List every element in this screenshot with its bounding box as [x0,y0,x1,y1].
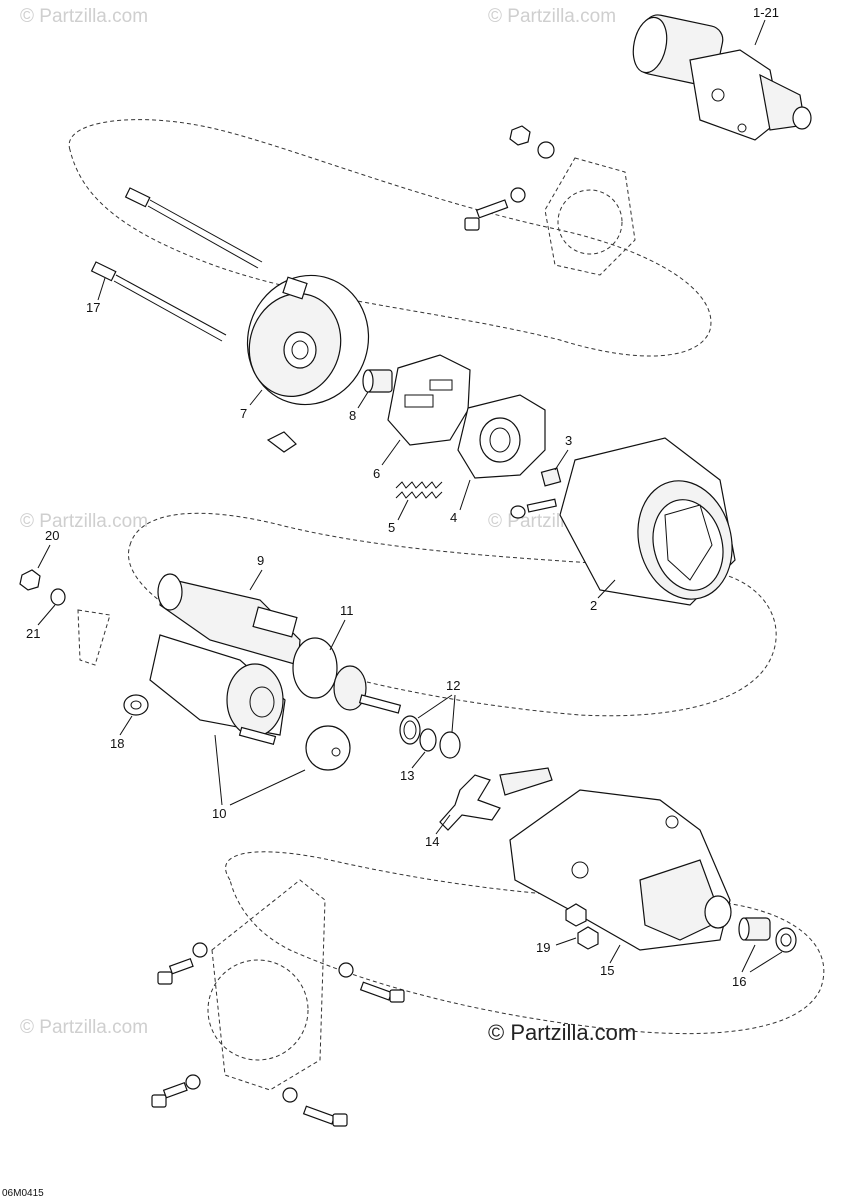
housing-nut [565,903,599,950]
brush-screw [510,498,557,519]
callout-10: 10 [212,806,226,821]
bushing[interactable] [362,369,393,393]
mount-bolt-4 [282,1087,348,1127]
callout-3: 3 [565,433,572,448]
brush-plate[interactable] [387,354,471,446]
drive-bushing[interactable] [738,917,797,953]
callout-4: 4 [450,510,457,525]
complete-starter[interactable] [629,12,812,141]
stop-ring[interactable] [399,715,461,759]
callout-8: 8 [349,408,356,423]
drive-housing[interactable] [509,789,732,951]
solenoid-nut [123,694,149,716]
callout-17: 17 [86,300,100,315]
mounting-plate-top [544,157,636,276]
brush-spring[interactable] [395,481,443,499]
end-cover[interactable] [231,260,385,421]
mounting-plate-bottom [207,879,326,1091]
brush[interactable] [540,467,562,487]
callout-18: 18 [110,736,124,751]
bolt-top [464,199,509,231]
motor-housing[interactable] [559,437,745,610]
callout-15: 15 [600,963,614,978]
through-bolt-lower [90,261,227,342]
terminal-nut [19,569,41,591]
assembly-outline-top [68,119,712,357]
callout-2: 2 [590,598,597,613]
watermark-mid-left: © Partzilla.com [20,511,148,532]
solenoid-plunger-cap [305,725,351,771]
callout-19: 19 [536,940,550,955]
callout-20: 20 [45,528,59,543]
mount-bolt-3 [151,1074,201,1108]
watermark-top-right: © Partzilla.com [488,6,616,27]
cover-clip [266,431,297,453]
assembly-outline-bottom [225,851,825,1035]
watermark-top-left: © Partzilla.com [20,6,148,27]
mount-bolt-1 [157,942,208,985]
nut-washer-top [509,125,555,203]
callout-12: 12 [446,678,460,693]
callout-6: 6 [373,466,380,481]
callout-16: 16 [732,974,746,989]
solenoid[interactable] [149,634,286,745]
callout-9: 9 [257,553,264,568]
callout-13: 13 [400,768,414,783]
diagram-code: 06M0415 [2,1188,44,1199]
callout-1-21: 1-21 [753,5,779,20]
brush-holder[interactable] [457,394,546,479]
watermark-bottom-left: © Partzilla.com [20,1017,148,1038]
mount-bolt-2 [338,962,405,1003]
terminal-lead [77,609,111,666]
through-bolt-upper [124,187,263,269]
callout-11: 11 [340,603,354,618]
pinion-clutch[interactable] [292,637,402,714]
callout-14: 14 [425,834,439,849]
armature[interactable] [157,573,301,666]
shift-lever[interactable] [439,767,553,831]
terminal-washer [50,588,66,606]
callout-5: 5 [388,520,395,535]
callout-21: 21 [26,626,40,641]
callout-7: 7 [240,406,247,421]
watermark-main: © Partzilla.com [488,1020,636,1045]
